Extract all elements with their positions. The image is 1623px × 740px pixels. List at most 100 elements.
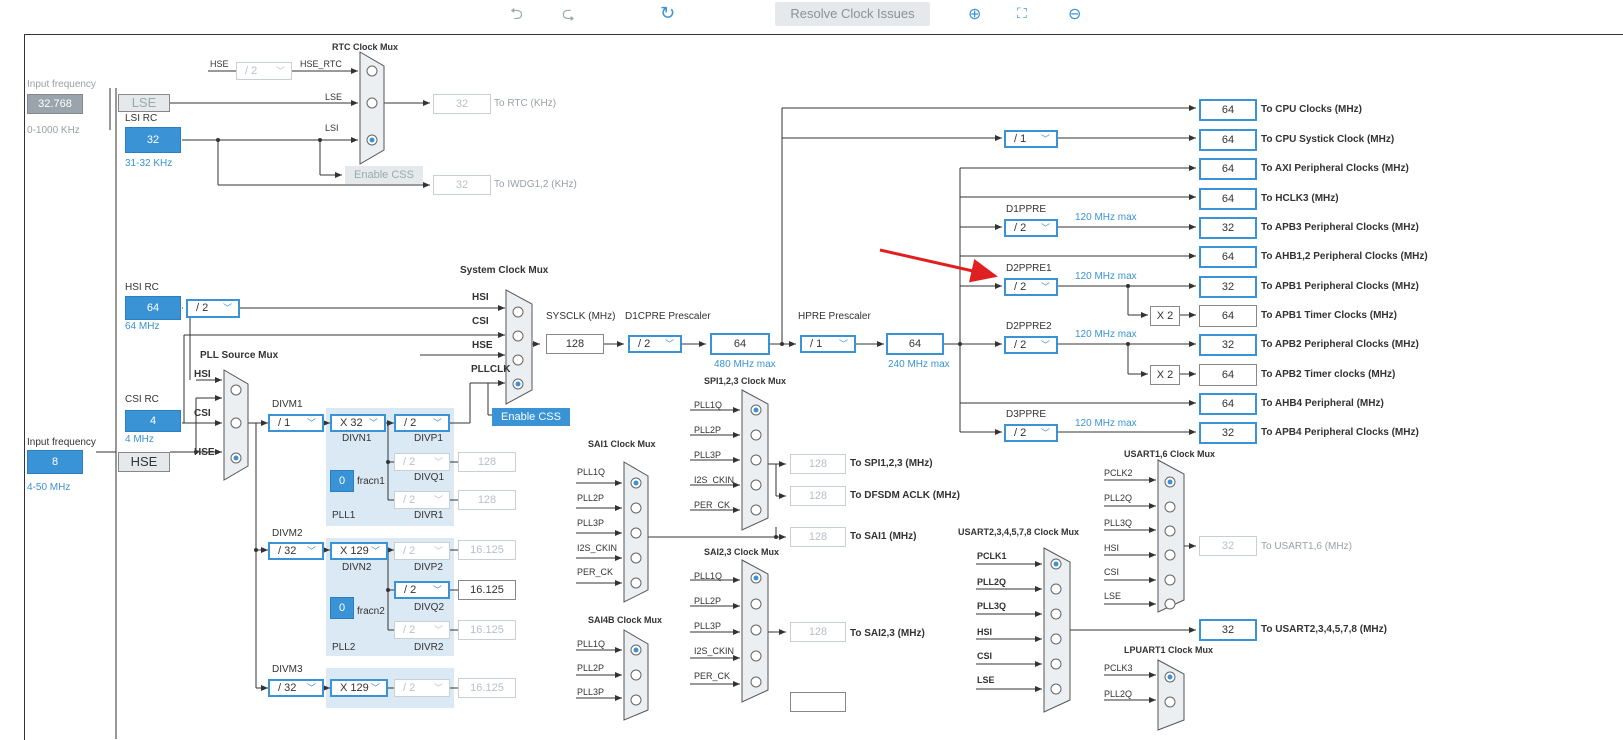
refresh-icon[interactable]: ↻ <box>660 3 676 24</box>
divp1-select[interactable]: / 2﹀ <box>394 414 450 432</box>
output-label: To AHB1,2 Peripheral Clocks (MHz) <box>1261 251 1428 262</box>
output-label: To APB4 Peripheral Clocks (MHz) <box>1261 427 1419 438</box>
output-label: To HCLK3 (MHz) <box>1261 193 1339 204</box>
divn1-label: DIVN1 <box>342 433 372 444</box>
output-value-box: 64 <box>1199 305 1257 327</box>
usart2-value-box[interactable]: 32 <box>1199 619 1257 641</box>
lsi-rc-block[interactable]: 32 <box>125 127 181 153</box>
divn2-label: DIVN2 <box>342 562 372 573</box>
redo-icon[interactable]: ⮎ <box>562 4 575 23</box>
output-value-box[interactable]: 64 <box>1199 246 1257 268</box>
hclk-max-label: 240 MHz max <box>888 359 950 370</box>
hsi-rc-block[interactable]: 64 <box>125 296 181 320</box>
spi-input-label: PLL2P <box>694 425 722 435</box>
lse-block[interactable]: LSE <box>118 94 170 112</box>
sysmux-hsi-label: HSI <box>472 292 489 303</box>
divr2-label: DIVR2 <box>414 642 444 653</box>
divp3-select[interactable]: / 2﹀ <box>394 679 450 697</box>
divm3-select[interactable]: / 32﹀ <box>268 679 324 697</box>
divm3-value: / 32 <box>278 682 297 694</box>
output-value-box[interactable]: 64 <box>1199 99 1257 121</box>
hse-block[interactable]: HSE <box>118 452 170 472</box>
lpuart-input-label: PLL2Q <box>1104 689 1133 699</box>
input-frequency-label: Input frequency <box>27 79 96 90</box>
divr1-select[interactable]: / 2 ﹀ <box>394 491 450 509</box>
output-label: To APB1 Peripheral Clocks (MHz) <box>1261 281 1419 292</box>
sai1-input-label: PER_CK <box>577 567 614 577</box>
rtc-hse-label: HSE <box>210 59 229 69</box>
hse-frequency-input[interactable]: 8 <box>27 450 83 474</box>
hse-rtc-divider-select[interactable]: / 2﹀ <box>236 62 292 80</box>
output-value-box[interactable]: 64 <box>1199 393 1257 415</box>
lse-frequency-input[interactable]: 32.768 <box>27 94 83 114</box>
systick-divider-select[interactable]: / 1﹀ <box>1004 130 1058 148</box>
chevron-down-icon: ﹀ <box>433 495 443 505</box>
output-value-box[interactable]: 64 <box>1199 188 1257 210</box>
chevron-down-icon: ﹀ <box>664 339 674 349</box>
fracn2-label: fracn2 <box>357 606 385 617</box>
divn3-value: X 129 <box>340 682 369 694</box>
d3ppre-value: / 2 <box>1014 427 1027 439</box>
output-value-box[interactable]: 32 <box>1199 334 1257 356</box>
hsi-divider-select[interactable]: / 2﹀ <box>186 299 240 318</box>
divr2-select[interactable]: / 2﹀ <box>394 621 450 639</box>
divq2-select[interactable]: / 2﹀ <box>394 581 450 599</box>
divr1-value: / 2 <box>403 494 416 506</box>
divr2-value: / 2 <box>403 624 416 636</box>
hsi-range-label: 64 MHz <box>125 321 160 332</box>
fit-icon[interactable]: ⛶ <box>1017 6 1027 22</box>
output-value-box[interactable]: 32 <box>1199 217 1257 239</box>
usart16-mux-title: USART1,6 Clock Mux <box>1124 449 1216 459</box>
fracn2-input[interactable]: 0 <box>330 597 354 619</box>
usart2-input-label: PCLK1 <box>977 551 1007 561</box>
csi-rc-label: CSI RC <box>125 394 159 405</box>
divn1-select[interactable]: X 32﹀ <box>330 414 386 432</box>
sys-enable-css-button[interactable]: Enable CSS <box>492 408 570 426</box>
hse-input-frequency-label: Input frequency <box>27 437 96 448</box>
rtc-mux-title: RTC Clock Mux <box>332 42 399 52</box>
d2ppre1-select[interactable]: / 2﹀ <box>1004 278 1058 296</box>
cpu-clock-box[interactable]: 64 <box>710 333 770 355</box>
iwdg-output-label: To IWDG1,2 (KHz) <box>494 179 577 190</box>
divm2-select[interactable]: / 32﹀ <box>268 542 324 560</box>
rtc-enable-css-button[interactable]: Enable CSS <box>345 166 423 184</box>
divp2-select[interactable]: / 2﹀ <box>394 542 450 560</box>
chevron-down-icon: ﹀ <box>838 339 848 349</box>
usart2-mux-title: USART2,3,4,5,7,8 Clock Mux <box>958 527 1080 537</box>
resolve-clock-issues-button[interactable]: Resolve Clock Issues <box>775 2 930 26</box>
divq1-select[interactable]: / 2﹀ <box>394 453 450 471</box>
apb2-timer-multiplier: X 2 <box>1150 365 1180 385</box>
d1cpre-select[interactable]: / 2﹀ <box>628 335 682 353</box>
fracn1-input[interactable]: 0 <box>330 470 354 492</box>
output-value-box[interactable]: 32 <box>1199 276 1257 298</box>
d1ppre-select[interactable]: / 2﹀ <box>1004 219 1058 237</box>
sai4b-input-label: PLL2P <box>577 663 605 673</box>
zoom-in-icon[interactable]: ⊕ <box>968 4 982 23</box>
output-value-box[interactable]: 64 <box>1199 158 1257 180</box>
d2ppre2-select[interactable]: / 2﹀ <box>1004 336 1058 354</box>
pll1-label: PLL1 <box>332 510 356 521</box>
chevron-down-icon: ﹀ <box>432 585 442 595</box>
pll-source-csi-label: CSI <box>194 408 211 419</box>
rtc-lsi-label: LSI <box>325 123 339 133</box>
d1ppre-label: D1PPRE <box>1006 204 1047 215</box>
pll-source-hsi-label: HSI <box>194 369 211 380</box>
rtc-lse-label: LSE <box>325 92 343 102</box>
output-label: To APB3 Peripheral Clocks (MHz) <box>1261 222 1419 233</box>
hpre-select[interactable]: / 1﹀ <box>800 335 856 353</box>
sai1-mux-title: SAI1 Clock Mux <box>588 439 656 449</box>
undo-icon[interactable]: ⮌ <box>510 4 523 23</box>
hclk-box[interactable]: 64 <box>886 333 944 355</box>
divm1-select[interactable]: / 1﹀ <box>268 414 324 432</box>
divn3-select[interactable]: X 129﹀ <box>330 679 388 697</box>
pll3p-value-box: 16.125 <box>458 678 516 698</box>
divp1-value: / 2 <box>404 417 417 429</box>
csi-rc-block[interactable]: 4 <box>125 410 181 432</box>
output-value-box[interactable]: 64 <box>1199 129 1257 151</box>
d3ppre-select[interactable]: / 2﹀ <box>1004 424 1058 442</box>
zoom-out-icon[interactable]: ⊖ <box>1068 4 1082 23</box>
chevron-down-icon: ﹀ <box>433 683 443 693</box>
divn2-select[interactable]: X 129﹀ <box>330 542 388 560</box>
output-value-box[interactable]: 32 <box>1199 422 1257 444</box>
divq1-label: DIVQ1 <box>414 472 445 483</box>
